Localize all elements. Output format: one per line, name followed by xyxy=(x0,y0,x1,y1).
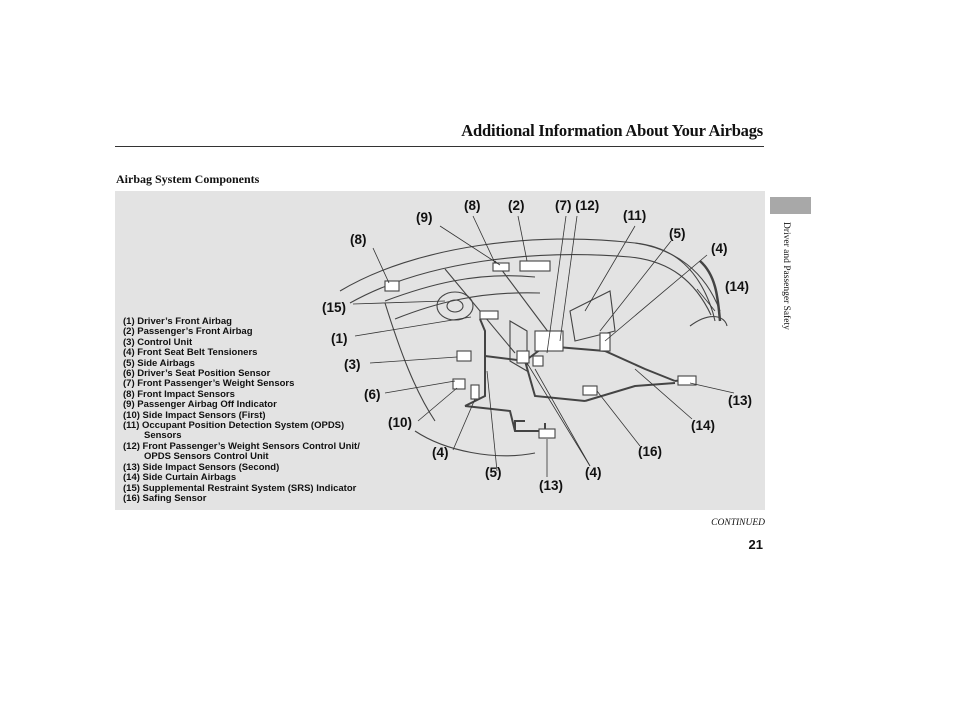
callout-11: (11) xyxy=(623,208,647,223)
page-number: 21 xyxy=(748,537,763,552)
legend-item: (11) Occupant Position Detection System … xyxy=(123,420,345,432)
callout-9: (9) xyxy=(416,210,433,225)
section-heading: Airbag System Components xyxy=(116,172,260,186)
legend-item: (12) Front Passenger’s Weight Sensors Co… xyxy=(123,440,360,452)
callout-14: (14) xyxy=(725,279,750,294)
legend-item: (14) Side Curtain Airbags xyxy=(123,472,237,484)
callout-1: (1) xyxy=(331,331,348,346)
callout-14: (14) xyxy=(691,418,716,433)
title-rule xyxy=(115,146,764,147)
callout-15: (15) xyxy=(322,300,347,315)
callout-2: (2) xyxy=(508,198,525,213)
callout-4: (4) xyxy=(432,445,449,460)
car-cutaway-illustration xyxy=(339,215,735,477)
airbag-diagram: (8) (9) (8) (2) (7) (12) (11) (5) (4) (1… xyxy=(115,191,765,510)
callout-13: (13) xyxy=(539,478,564,493)
legend-item-continuation-text: OPDS Sensors Control Unit xyxy=(144,451,269,463)
legend-item-continuation: Sensors xyxy=(123,431,360,441)
callout-4: (4) xyxy=(711,241,728,256)
legend-item: (4) Front Seat Belt Tensioners xyxy=(123,347,258,359)
callout-8: (8) xyxy=(350,232,367,247)
callout-5: (5) xyxy=(485,465,502,480)
continued-label: CONTINUED xyxy=(711,518,765,528)
legend-item: (15) Supplemental Restraint System (SRS)… xyxy=(123,482,357,494)
legend-item: (5) Side Airbags xyxy=(123,357,195,369)
callout-4: (4) xyxy=(585,465,602,480)
callout-5: (5) xyxy=(669,226,686,241)
callout-3: (3) xyxy=(344,357,361,372)
legend-item: (9) Passenger Airbag Off Indicator xyxy=(123,399,277,411)
legend-item: (6) Driver’s Seat Position Sensor xyxy=(123,368,271,380)
legend-item: (13) Side Impact Sensors (Second) xyxy=(123,461,280,473)
callout-16: (16) xyxy=(638,444,663,459)
component-legend: (1) Driver’s Front Airbag (2) Passenger’… xyxy=(123,316,360,504)
legend-item: (7) Front Passenger’s Weight Sensors xyxy=(123,378,295,390)
legend-item-continuation-text: Sensors xyxy=(144,430,182,442)
page-title: Additional Information About Your Airbag… xyxy=(461,121,763,140)
legend-item: (3) Control Unit xyxy=(123,336,193,348)
legend-item: (2) Passenger’s Front Airbag xyxy=(123,326,253,338)
legend-item: (8) Front Impact Sensors xyxy=(123,388,235,400)
callout-6: (6) xyxy=(364,387,381,402)
legend-item: (16) Safing Sensor xyxy=(123,492,207,504)
section-tab-label: Driver and Passenger Safety xyxy=(781,222,791,330)
legend-item: (1) Driver’s Front Airbag xyxy=(123,316,232,327)
legend-item-continuation: OPDS Sensors Control Unit xyxy=(123,452,360,462)
legend-item: (10) Side Impact Sensors (First) xyxy=(123,409,266,421)
callout-8: (8) xyxy=(464,198,481,213)
callout-7-12: (7) (12) xyxy=(555,198,600,213)
callout-10: (10) xyxy=(388,415,413,430)
callout-13: (13) xyxy=(728,393,753,408)
section-tab xyxy=(770,197,811,214)
